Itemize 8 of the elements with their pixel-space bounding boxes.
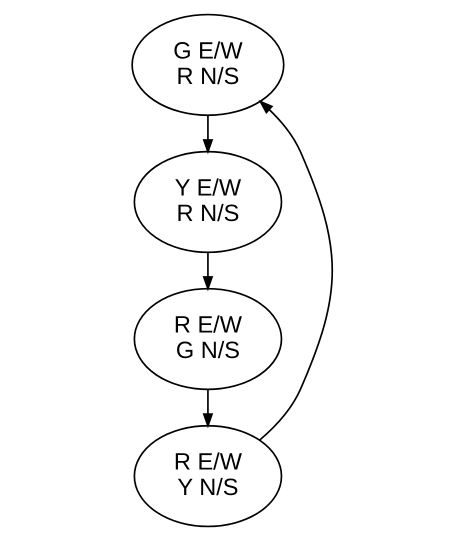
node-ellipse: G E/W R N/S	[131, 14, 285, 116]
node-ellipse: Y E/W R N/S	[134, 150, 282, 254]
node-ellipse: R E/W Y N/S	[134, 424, 282, 528]
arrow	[202, 252, 214, 292]
arrow	[258, 100, 334, 440]
arrow	[202, 390, 214, 428]
arrow	[202, 116, 214, 154]
node-ellipse: R E/W G N/S	[134, 288, 282, 390]
